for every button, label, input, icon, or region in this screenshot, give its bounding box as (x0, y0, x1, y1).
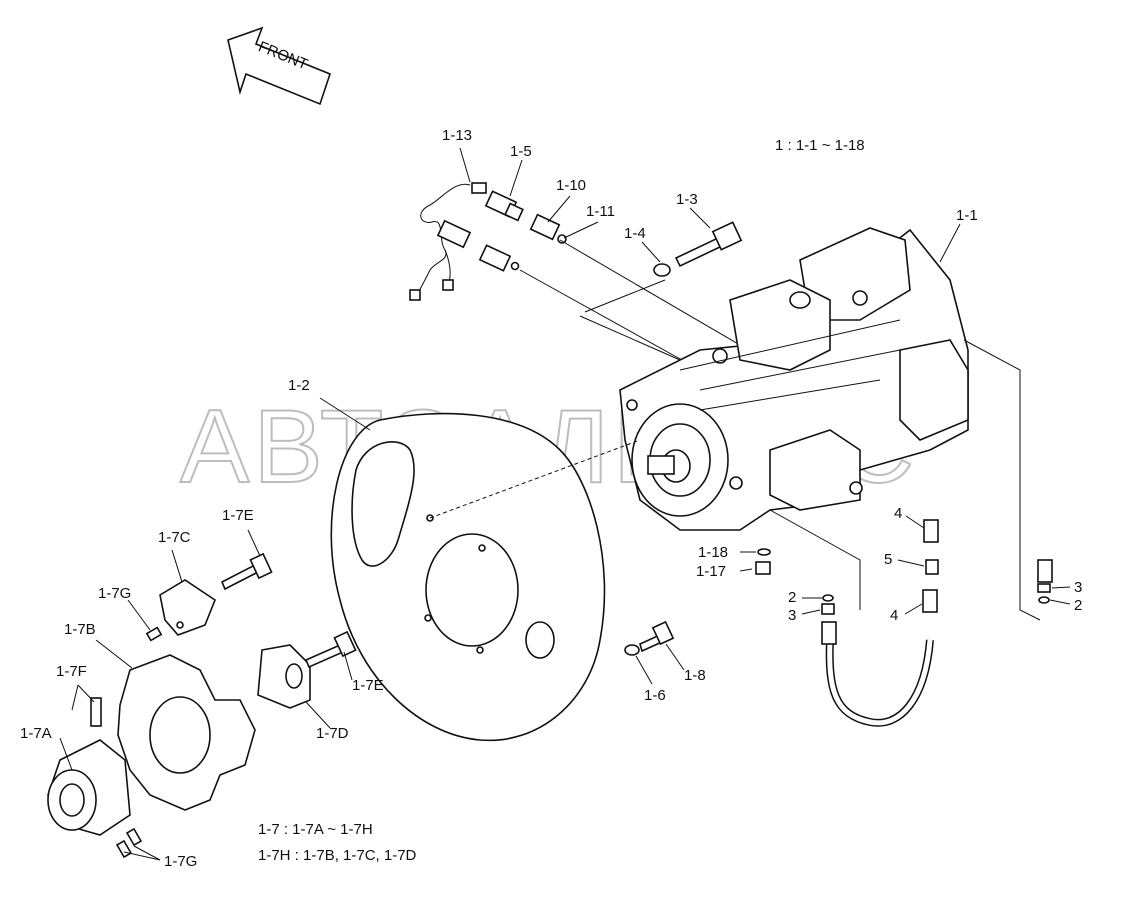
plug-1-17 (755, 561, 771, 575)
flywheel-housing (330, 412, 641, 742)
front-arrow: FRONT (227, 26, 331, 106)
hose-upper (923, 461, 1053, 583)
callout-1-1: 1-1 (956, 207, 978, 224)
bolt-1-7E-a (220, 552, 273, 591)
callout-1-7E-b: 1-7E (352, 677, 384, 694)
callout-1-10: 1-10 (556, 177, 586, 194)
coupling-flex-element (117, 654, 256, 811)
callout-1-7E-a: 1-7E (222, 507, 254, 524)
leader-lines (59, 147, 1071, 861)
callout-5: 5 (884, 551, 892, 568)
callout-2-b: 2 (1074, 597, 1082, 614)
callout-1-8: 1-8 (684, 667, 706, 684)
adapter-5 (925, 559, 939, 575)
bolt-1-3 (674, 221, 743, 268)
oring-2-a (822, 594, 834, 602)
fitting-3-a (821, 603, 835, 615)
callout-1-7C: 1-7C (158, 529, 191, 546)
oring-2-b (1038, 596, 1050, 604)
callout-1-7G-b: 1-7G (164, 853, 197, 870)
fitting-3-b (1037, 583, 1051, 593)
callout-2-a: 2 (788, 589, 796, 606)
callout-4-a: 4 (894, 505, 902, 522)
callout-1-7D: 1-7D (316, 725, 349, 742)
note-coupling-h: 1-7H : 1-7B, 1-7C, 1-7D (258, 847, 417, 864)
coupling-plate-1-7C (159, 579, 216, 636)
callout-1-17: 1-17 (696, 563, 726, 580)
callout-1-13: 1-13 (442, 127, 472, 144)
callout-1-5: 1-5 (510, 143, 532, 160)
pressure-sensors (478, 190, 567, 272)
callout-1-2: 1-2 (288, 377, 310, 394)
callout-1-11: 1-11 (586, 203, 615, 220)
callout-1-7F: 1-7F (56, 663, 87, 680)
callout-4-b: 4 (890, 607, 898, 624)
note-assembly: 1 : 1-1 ~ 1-18 (775, 137, 865, 154)
coupling-plate-1-7D (257, 644, 311, 709)
callout-1-4: 1-4 (624, 225, 646, 242)
wiring-harness (409, 182, 487, 301)
callout-1-18: 1-18 (698, 544, 728, 561)
washer-1-4 (653, 263, 671, 277)
callout-1-7G-a: 1-7G (98, 585, 131, 602)
callout-1-6: 1-6 (644, 687, 666, 704)
bolt-1-7E-b (304, 630, 357, 669)
callout-3-a: 3 (788, 607, 796, 624)
coupling-hub (47, 697, 143, 859)
note-coupling: 1-7 : 1-7A ~ 1-7H (258, 821, 373, 838)
main-pump (619, 227, 969, 531)
washer-1-6 (624, 644, 640, 656)
hose-lower (821, 589, 938, 727)
setscrew-1-7G (145, 626, 163, 642)
callout-1-7B: 1-7B (64, 621, 96, 638)
bolt-1-8 (639, 620, 675, 653)
callout-1-3: 1-3 (676, 191, 698, 208)
callout-1-7A: 1-7A (20, 725, 52, 742)
callout-3-b: 3 (1074, 579, 1082, 596)
oring-1-18 (757, 548, 771, 556)
